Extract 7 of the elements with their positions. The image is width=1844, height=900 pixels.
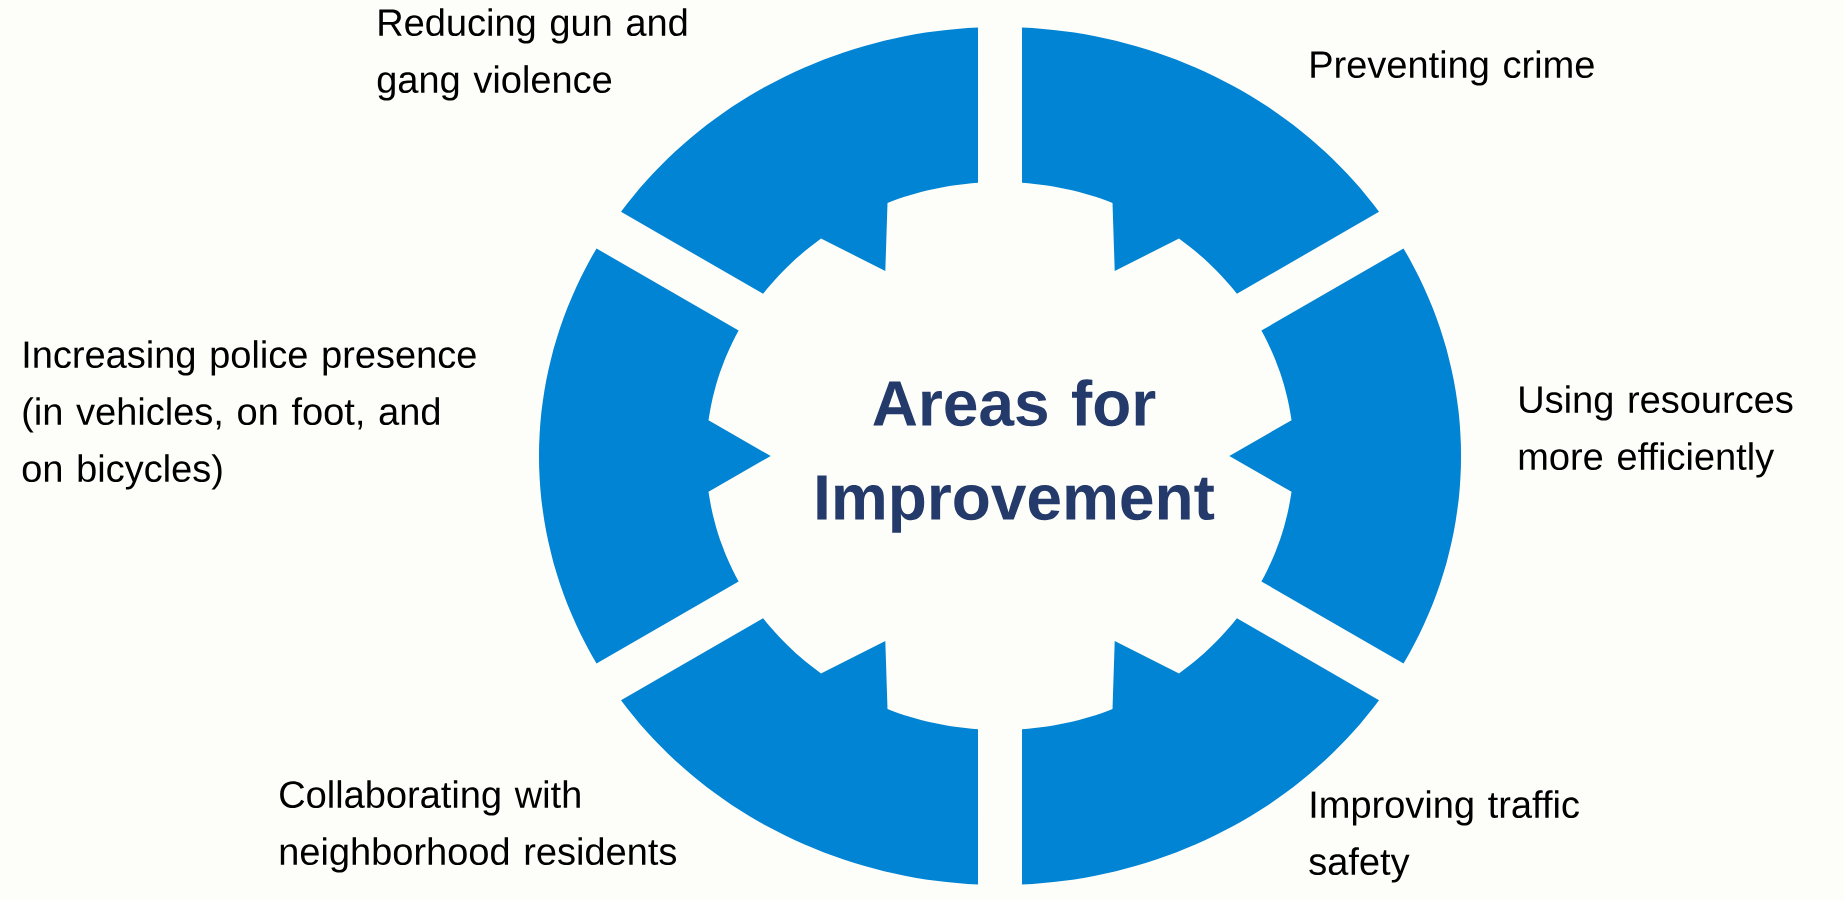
- segment-label: Reducing gun and gang violence: [377, 8, 687, 101]
- segment-label: Using resources more efficiently: [1519, 385, 1793, 478]
- segment-label: Collaborating with neighborhood residents: [280, 780, 676, 873]
- segment-label: Increasing police presence (in vehicles, on foot, and on bicycles): [22, 340, 476, 490]
- segment-label: Improving traffic safety: [1309, 790, 1579, 883]
- center-title: Areas for Improvement: [817, 379, 1215, 533]
- segment-label: Preventing crime: [1311, 50, 1594, 86]
